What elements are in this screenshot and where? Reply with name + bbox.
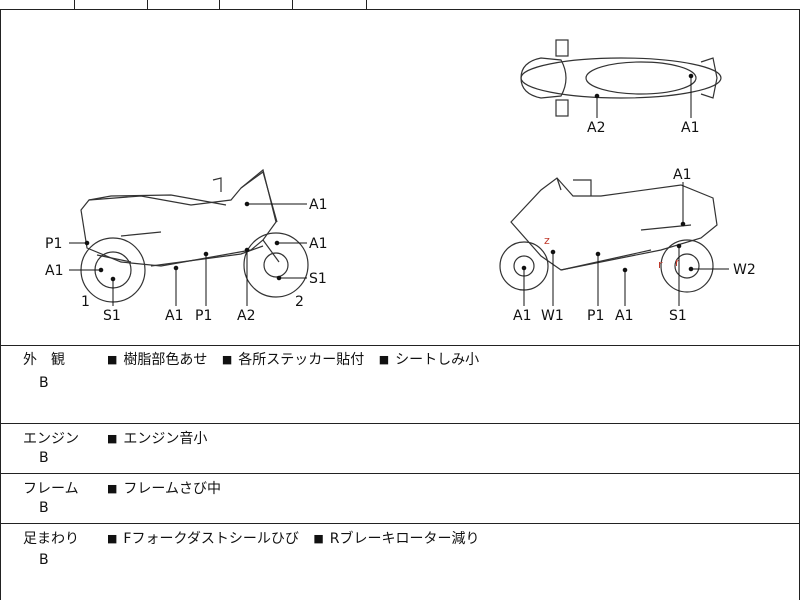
label-right-bottom-a1: A1 — [513, 308, 531, 324]
bullet-icon: ■ — [107, 432, 118, 445]
label-top-a1: A1 — [681, 120, 699, 136]
row-item: Fフォークダストシールひび — [123, 531, 299, 547]
strip-cell — [219, 0, 293, 9]
row-category: 足まわり — [23, 531, 79, 547]
bullet-icon: ■ — [221, 353, 233, 366]
row-item: エンジン音小 — [123, 431, 208, 447]
row-items: ■ フレームさび中 — [107, 478, 231, 498]
top-leaders — [594, 73, 694, 118]
row-item: Rブレーキローター減り — [329, 531, 480, 547]
svg-text:z: z — [544, 234, 550, 247]
bullet-icon: ■ — [107, 532, 118, 545]
condition-row-exterior: 外 観 B ■ 樹脂部色あせ ■ 各所ステッカー貼付 ■ シートしみ小 — [0, 345, 800, 424]
condition-row-suspension: 足まわり B ■ Fフォークダストシールひび ■ Rブレーキローター減り — [0, 524, 800, 600]
row-grade: B — [39, 500, 49, 516]
label-right-bottom-a1b: A1 — [615, 308, 633, 324]
right-side-view — [499, 177, 718, 293]
label-bottom-a1: A1 — [165, 308, 183, 324]
row-item: フレームさび中 — [123, 481, 221, 497]
label-wheel-2: 2 — [295, 294, 304, 310]
row-items: ■ Fフォークダストシールひび ■ Rブレーキローター減り — [107, 528, 490, 548]
top-view — [520, 39, 722, 117]
row-item: シートしみ小 — [395, 352, 480, 368]
bullet-icon: ■ — [107, 482, 118, 495]
condition-row-frame: フレーム B ■ フレームさび中 — [0, 474, 800, 524]
label-a1-fork: A1 — [309, 236, 327, 252]
motorcycle-diagram: z r r A1 A1 S1 P1 A1 1 S1 A1 P1 A2 2 A2 … — [45, 39, 756, 324]
label-bottom-p1: P1 — [195, 308, 212, 324]
label-top-a2: A2 — [587, 120, 605, 136]
strip-cell — [292, 0, 367, 9]
damage-marks: z r r — [544, 234, 680, 271]
left-side-view — [80, 168, 309, 303]
row-grade: B — [39, 552, 49, 568]
label-right-bottom-w1: W1 — [541, 308, 564, 324]
row-grade: B — [39, 375, 49, 391]
bullet-icon: ■ — [378, 353, 390, 366]
strip-cell — [74, 0, 148, 9]
row-item: 各所ステッカー貼付 — [238, 352, 365, 368]
row-grade: B — [39, 450, 49, 466]
label-a1-front: A1 — [309, 197, 327, 213]
condition-row-engine: エンジン B ■ エンジン音小 — [0, 424, 800, 474]
svg-text:r: r — [675, 256, 680, 269]
row-item: 樹脂部色あせ — [123, 352, 208, 368]
label-a1-rear: A1 — [45, 263, 63, 279]
label-right-bottom-s1: S1 — [669, 308, 687, 324]
strip-cell — [147, 0, 220, 9]
label-bottom-s1: S1 — [103, 308, 121, 324]
row-items: ■ エンジン音小 — [107, 428, 217, 448]
row-category: フレーム — [23, 481, 79, 497]
left-leaders — [69, 201, 307, 306]
bullet-icon: ■ — [107, 353, 118, 366]
strip-cell — [0, 0, 75, 9]
label-right-w2: W2 — [733, 262, 756, 278]
label-s1-front: S1 — [309, 271, 327, 287]
label-bottom-a2: A2 — [237, 308, 255, 324]
label-p1-rear: P1 — [45, 236, 62, 252]
bullet-icon: ■ — [313, 532, 324, 545]
label-right-a1-top: A1 — [673, 167, 691, 183]
row-items: ■ 樹脂部色あせ ■ 各所ステッカー貼付 ■ シートしみ小 — [107, 349, 489, 369]
row-category: エンジン — [23, 431, 79, 447]
svg-text:r: r — [658, 258, 663, 271]
label-right-bottom-p1: P1 — [587, 308, 604, 324]
damage-diagram-panel: z r r A1 A1 S1 P1 A1 1 S1 A1 P1 A2 2 A2 … — [0, 9, 800, 346]
top-table-strip — [0, 0, 800, 10]
label-wheel-1: 1 — [81, 294, 90, 310]
row-category: 外 観 — [23, 352, 65, 368]
right-leaders — [521, 182, 729, 306]
